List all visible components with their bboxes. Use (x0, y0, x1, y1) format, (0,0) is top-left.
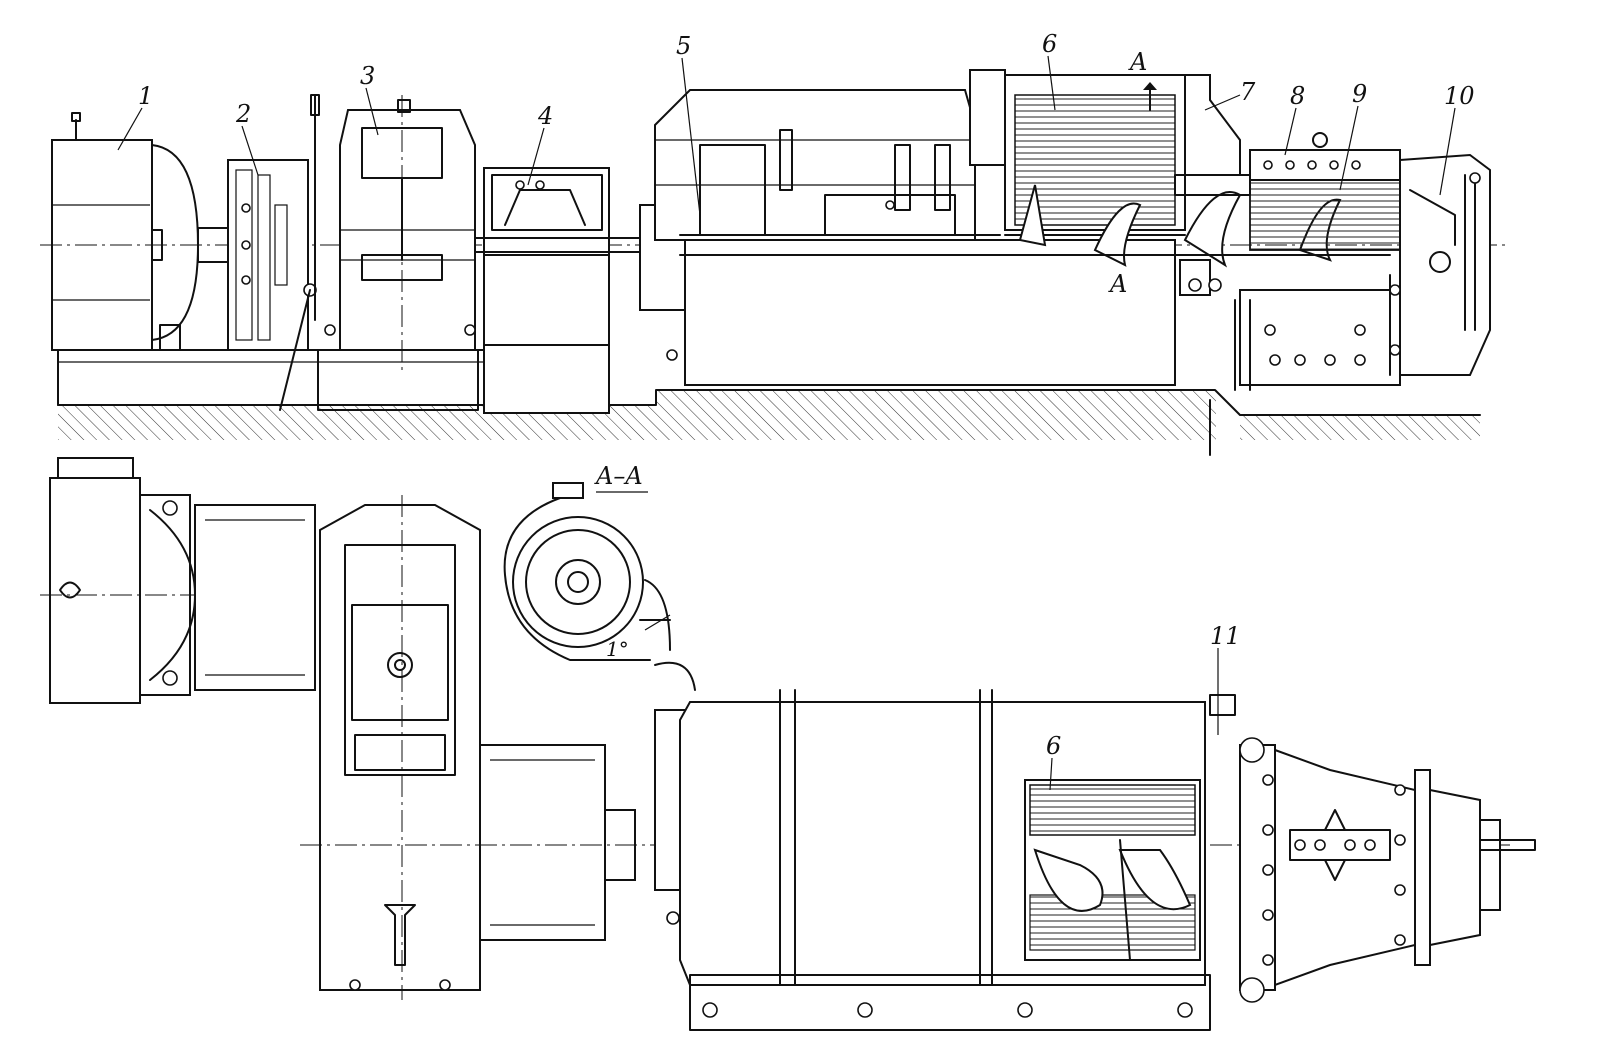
callout-4: 4 (537, 102, 553, 130)
gearbox-plan (319, 495, 481, 1000)
baseplate (57, 349, 489, 406)
feed-hopper (969, 69, 1186, 236)
callout-labels: 1 2 3 4 5 6 A A 7 8 9 10 A–A 1° 6 11 (117, 30, 1475, 791)
section-marker-top: A (1128, 48, 1147, 76)
barrel-plan (1239, 737, 1536, 1003)
angle-label: 1° (606, 637, 629, 661)
clutch-plan (194, 504, 316, 691)
callout-1: 1 (138, 82, 153, 110)
feed-opening-plan (1024, 779, 1201, 961)
section-marker-bottom: A (1108, 270, 1127, 298)
callout-3: 3 (360, 62, 375, 90)
callout-5: 5 (676, 32, 691, 60)
callout-11: 11 (1210, 622, 1241, 650)
thrust-bearing-housing (639, 89, 1176, 386)
section-a-a-detail (503, 482, 696, 691)
callout-6-bottom: 6 (1046, 732, 1061, 760)
foundation-floor (57, 389, 1481, 456)
section-view-label: A–A (594, 462, 643, 490)
callout-9: 9 (1352, 80, 1367, 108)
elevation-view (40, 69, 1510, 456)
gearbox (317, 95, 479, 411)
clutch-housing (227, 94, 320, 411)
barrel-section (1179, 179, 1401, 391)
callout-7: 7 (1240, 78, 1256, 106)
die-head (1389, 153, 1491, 376)
callout-10: 10 (1444, 82, 1475, 110)
callout-6-top: 6 (1042, 30, 1057, 58)
plan-view (40, 457, 1536, 1031)
coupling-housing (483, 167, 610, 414)
motor-plan (40, 457, 320, 704)
callout-8: 8 (1290, 82, 1305, 110)
electric-motor (51, 112, 199, 351)
barrel-plate (1249, 132, 1401, 181)
callout-2: 2 (235, 100, 251, 128)
